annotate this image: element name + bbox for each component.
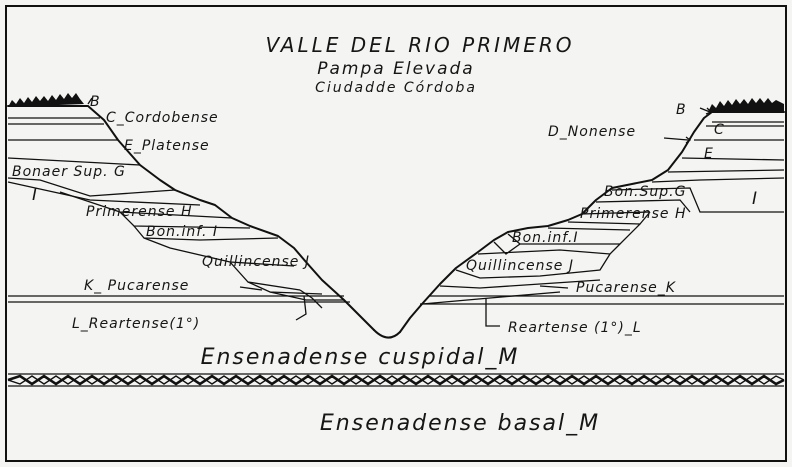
label-right-i: I bbox=[752, 189, 758, 209]
label-right-j: Quillincense J bbox=[466, 258, 574, 274]
vegetation-right bbox=[708, 98, 784, 112]
label-left-k: K_ Pucarense bbox=[84, 278, 189, 294]
label-right-e: E bbox=[704, 146, 714, 162]
left-surface-profile bbox=[7, 105, 375, 331]
label-right-d: D_Nonense bbox=[548, 124, 636, 140]
label-left-i: I bbox=[32, 185, 38, 205]
vegetation-left bbox=[8, 93, 84, 107]
conglomerate-band bbox=[7, 373, 785, 387]
right-strata bbox=[420, 121, 785, 305]
label-right-c: C bbox=[714, 122, 725, 138]
label-ensenadense-basal: Ensenadense basal_M bbox=[320, 411, 600, 436]
label-left-h: Primerense H bbox=[86, 204, 192, 220]
label-right-k: Pucarense_K bbox=[576, 280, 677, 296]
label-right-b: B bbox=[676, 102, 687, 118]
diagram-subtitle: Pampa Elevada bbox=[317, 59, 474, 79]
diagram-subtitle-city: Ciudadde Córdoba bbox=[315, 80, 477, 96]
right-surface-profile bbox=[399, 111, 785, 333]
label-right-h: Primerense H bbox=[580, 206, 686, 222]
valley-floor bbox=[373, 329, 401, 339]
label-right-l: Reartense (1°)_L bbox=[508, 320, 642, 336]
label-left-b: B bbox=[90, 94, 101, 110]
leader-lines bbox=[87, 97, 713, 327]
label-right-bon-inf: Bon.inf.I bbox=[512, 230, 579, 246]
label-left-bon-inf: Bon.inf. I bbox=[146, 224, 218, 240]
figure-frame bbox=[5, 5, 787, 462]
label-right-g: Bon.Sup.G bbox=[604, 184, 686, 200]
label-left-g: Bonaer Sup. G bbox=[12, 164, 126, 180]
label-left-l: L_Reartense(1°) bbox=[72, 316, 200, 332]
label-left-c: C_Cordobense bbox=[106, 110, 219, 126]
left-strata bbox=[7, 117, 350, 309]
label-left-j: Quillincense J bbox=[202, 254, 310, 270]
label-ensenadense-cuspidal: Ensenadense cuspidal_M bbox=[201, 345, 520, 370]
label-left-e: E_Platense bbox=[124, 138, 210, 154]
diagram-title: VALLE DEL RIO PRIMERO bbox=[265, 33, 574, 57]
